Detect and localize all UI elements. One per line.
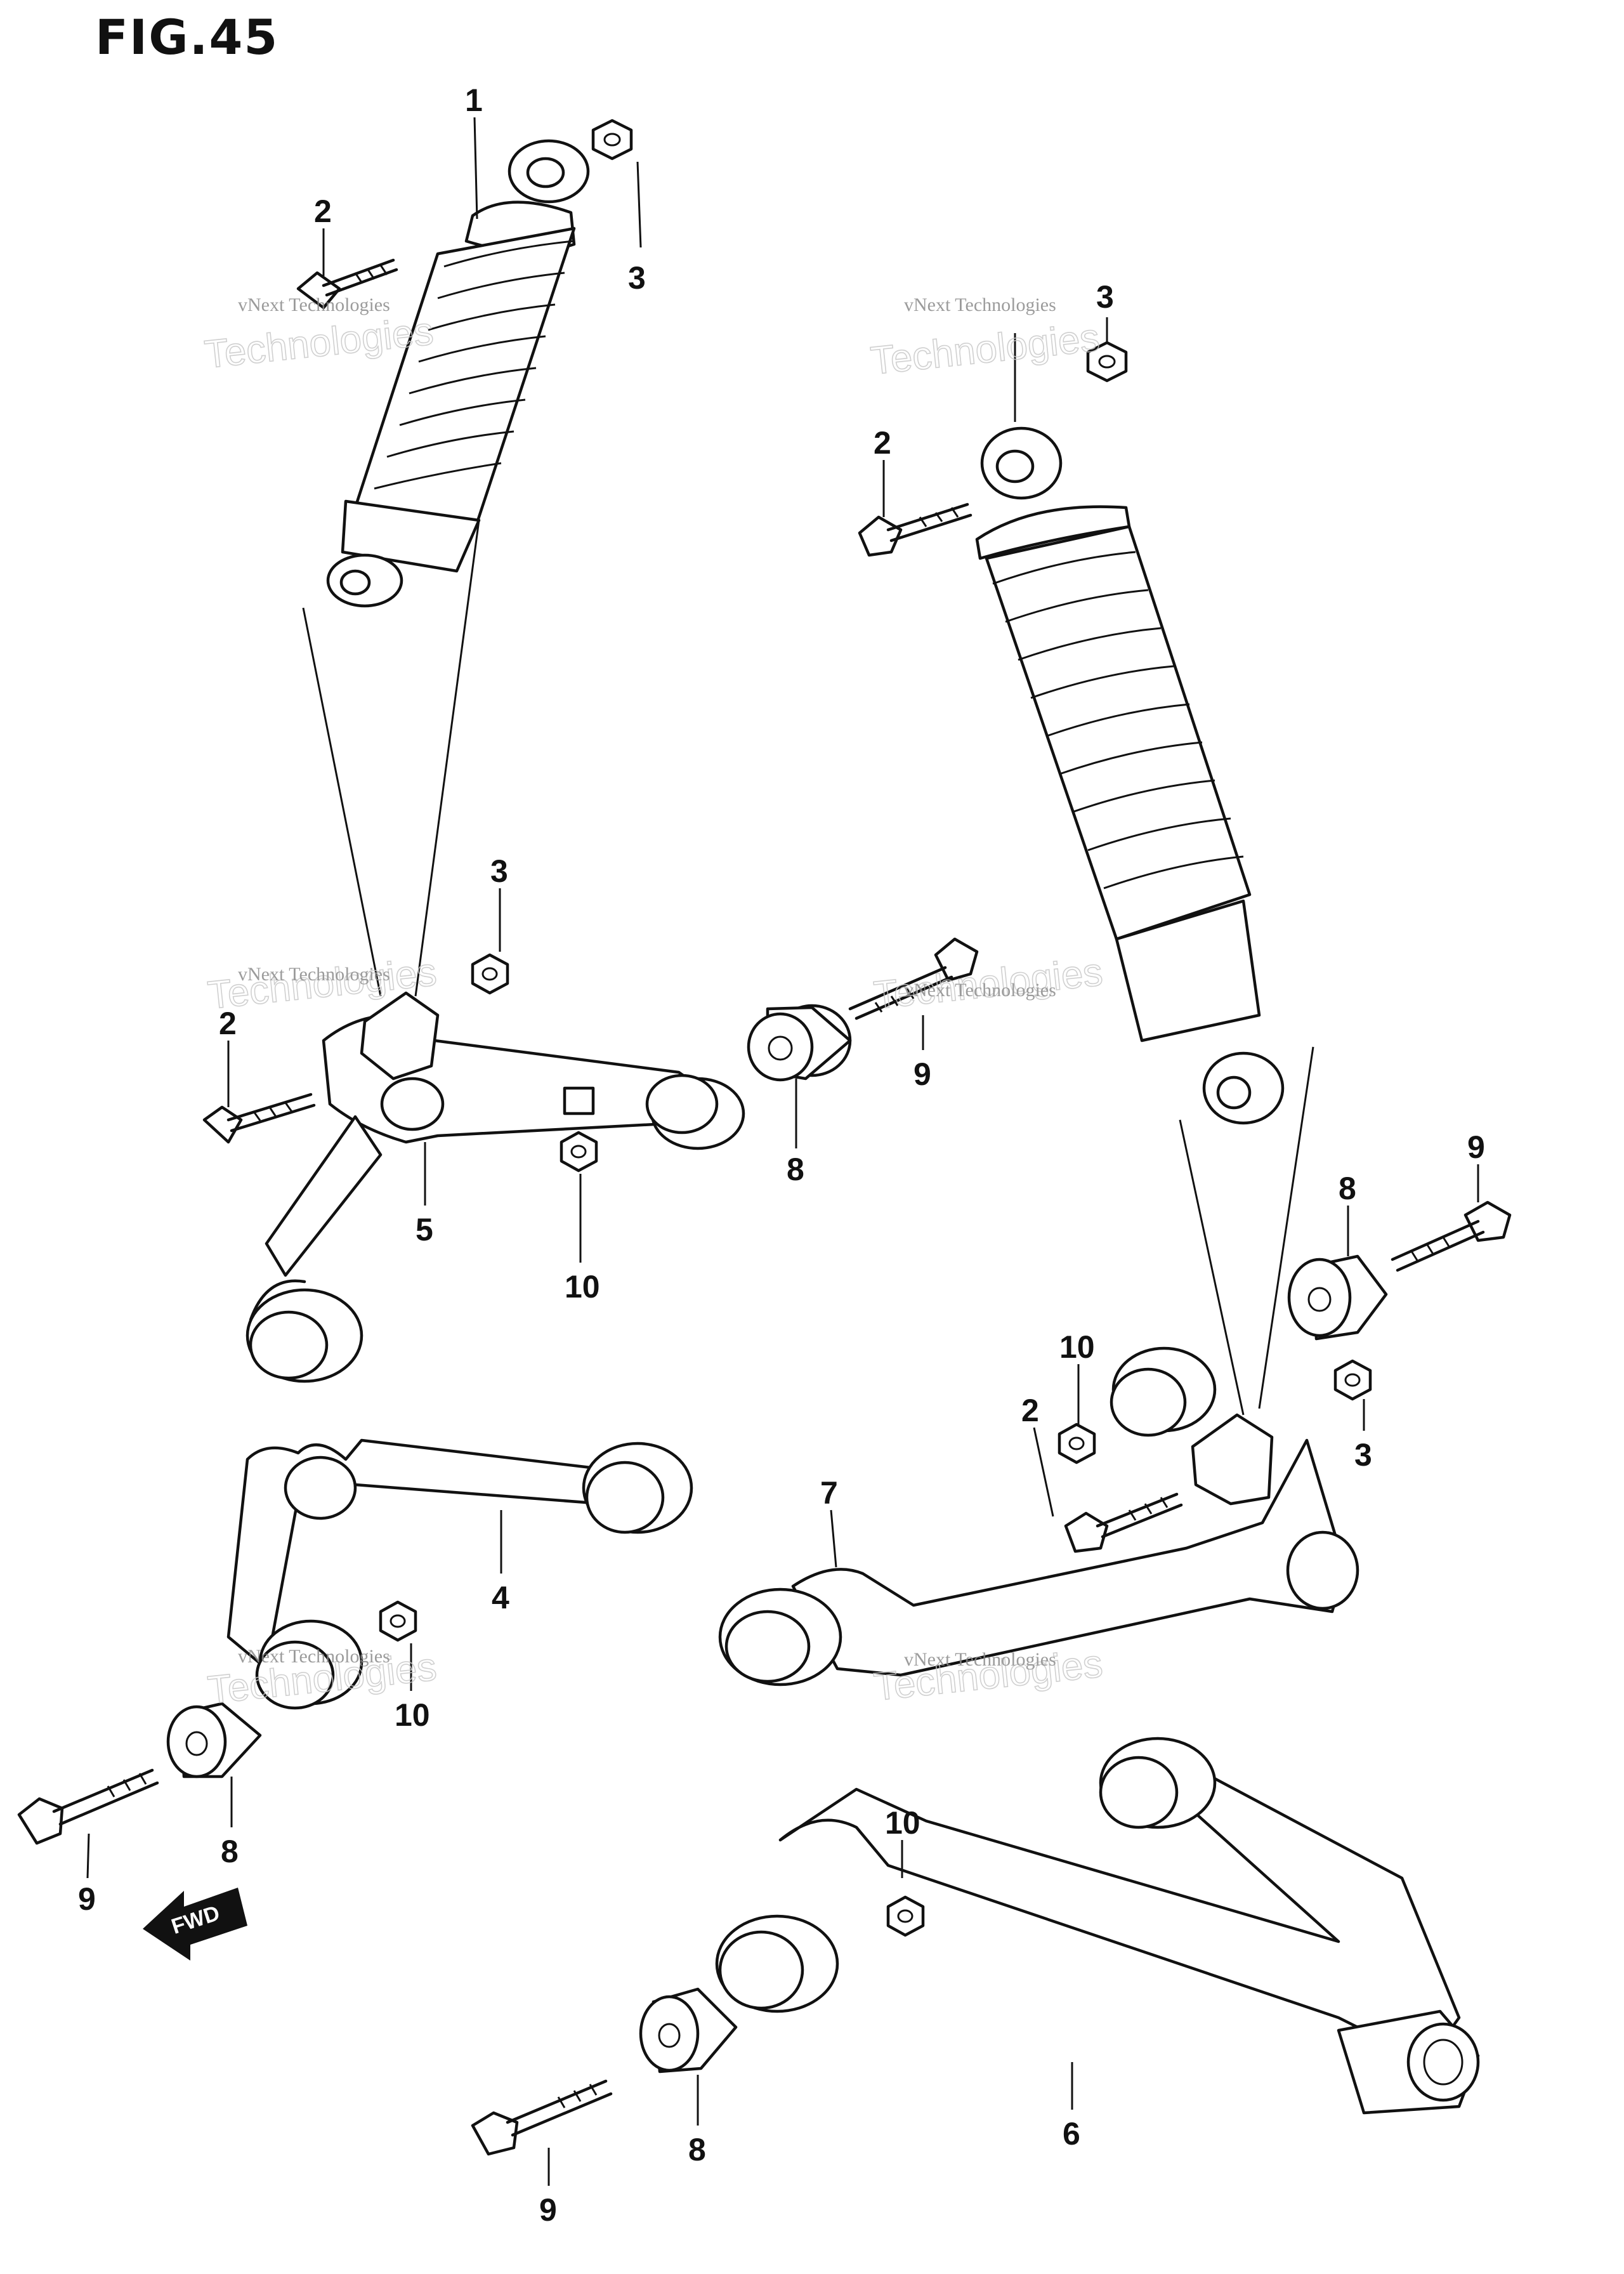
bolt-right-upper bbox=[858, 503, 972, 557]
callout-7: 7 bbox=[820, 1475, 838, 1511]
alignment-lines-right bbox=[1179, 1046, 1314, 1416]
callout-6: 6 bbox=[1063, 2116, 1080, 2152]
nut-lower-left bbox=[379, 1600, 417, 1642]
callout-3-right-mid: 3 bbox=[1354, 1437, 1372, 1473]
callout-9-bottom: 9 bbox=[539, 2192, 557, 2228]
bolt-left-upper bbox=[296, 258, 398, 310]
callout-10-bottom: 10 bbox=[885, 1805, 920, 1841]
callout-8-lower-left: 8 bbox=[221, 1834, 239, 1869]
bushing-lower-left bbox=[166, 1702, 262, 1778]
watermark-big: Technologies bbox=[868, 315, 1101, 383]
bushing-bottom bbox=[639, 1987, 738, 2074]
callout-3-mid-left: 3 bbox=[490, 853, 508, 889]
bolt-9-lower-left bbox=[17, 1768, 159, 1845]
callout-9-lower-left: 9 bbox=[78, 1881, 96, 1917]
lower-arm-right bbox=[715, 1737, 1480, 2115]
callout-9-right: 9 bbox=[1467, 1129, 1485, 1165]
callout-2-top-right: 2 bbox=[874, 425, 891, 461]
watermark-small: vNext Technologies bbox=[238, 294, 390, 315]
watermark-small: vNext Technologies bbox=[904, 980, 1056, 1001]
callout-2-mid-left: 2 bbox=[219, 1006, 237, 1041]
callout-4: 4 bbox=[492, 1580, 509, 1615]
bolt-9-right bbox=[1391, 1200, 1512, 1272]
callout-5: 5 bbox=[416, 1212, 433, 1247]
bolt-9-bottom bbox=[471, 2079, 613, 2156]
bushing-left-upper bbox=[747, 1004, 852, 1082]
callout-9-upper-left: 9 bbox=[914, 1056, 931, 1092]
callout-3-top-right: 3 bbox=[1096, 279, 1114, 315]
callout-8-right: 8 bbox=[1339, 1171, 1356, 1206]
bolt-right-mid bbox=[1064, 1492, 1183, 1553]
watermark-small: vNext Technologies bbox=[238, 964, 390, 985]
nut-left-mid bbox=[471, 953, 509, 995]
callout-10-right: 10 bbox=[1059, 1329, 1095, 1365]
alignment-lines-left bbox=[302, 520, 480, 997]
forward-arrow-icon: FWD bbox=[143, 1888, 247, 1961]
watermark-small: vNext Technologies bbox=[238, 1646, 390, 1667]
bushing-right bbox=[1287, 1254, 1388, 1341]
callout-labels: 1 2 3 2 3 3 2 9 5 10 8 9 8 10 2 3 7 4 10… bbox=[78, 82, 1485, 2228]
callout-1: 1 bbox=[465, 82, 483, 118]
shock-absorber-left bbox=[326, 139, 590, 608]
nut-left-upper bbox=[591, 119, 633, 161]
lower-arm-left bbox=[226, 1438, 693, 1710]
nut-right-arm bbox=[1058, 1423, 1096, 1464]
callout-2-top-left: 2 bbox=[314, 194, 332, 229]
shock-absorber-right bbox=[975, 426, 1285, 1125]
nut-left-arm bbox=[560, 1131, 598, 1173]
upper-arm-right bbox=[718, 1346, 1359, 1686]
nut-right-mid bbox=[1333, 1359, 1372, 1401]
bolt-left-mid bbox=[202, 1093, 316, 1144]
leader-lines bbox=[86, 117, 1479, 2186]
bolt-9-upper-left bbox=[848, 937, 979, 1020]
callout-8-bottom: 8 bbox=[688, 2132, 706, 2167]
watermark-small: vNext Technologies bbox=[904, 294, 1056, 315]
nut-bottom bbox=[886, 1895, 925, 1937]
callout-10-lower-left: 10 bbox=[395, 1697, 430, 1733]
watermark-small: vNext Technologies bbox=[904, 1649, 1056, 1670]
upper-arm-left bbox=[246, 991, 745, 1383]
callout-2-right-mid: 2 bbox=[1021, 1393, 1039, 1428]
callout-3-top-left: 3 bbox=[628, 260, 646, 296]
figure-title: FIG.45 bbox=[95, 9, 278, 65]
callout-8-mid: 8 bbox=[787, 1152, 804, 1187]
callout-10-mid-left: 10 bbox=[565, 1269, 600, 1305]
